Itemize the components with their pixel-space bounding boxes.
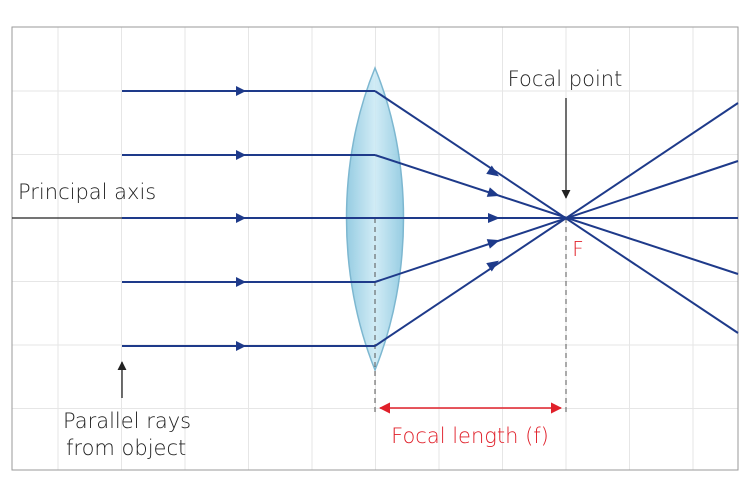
ray-direction-arrows — [236, 86, 500, 351]
ray-arrow-left-3 — [236, 213, 246, 223]
refracted-rays — [374, 90, 739, 347]
ray-arrow-right-5 — [486, 260, 499, 272]
ray-arrow-left-1b — [236, 86, 246, 96]
ray-arrow-left-5 — [236, 341, 246, 351]
refracted-ray-4 — [374, 160, 739, 283]
ray-arrow-right-4 — [486, 239, 500, 249]
incoming-rays — [122, 90, 375, 347]
parallel-rays-label-line-1: Parallel rays — [63, 409, 191, 433]
ray-arrow-left-2 — [236, 150, 246, 160]
ray-arrow-right-1 — [486, 165, 499, 177]
focal-point-label: Focal point — [508, 67, 623, 91]
refracted-ray-5 — [374, 102, 739, 347]
diagram-frame — [11, 26, 739, 471]
ray-arrow-right-2 — [486, 187, 500, 197]
parallel-rays-label-line-2: from object — [66, 436, 186, 460]
refracted-ray-2 — [374, 154, 739, 275]
focal-length-label: Focal length (f) — [391, 424, 549, 448]
refracted-ray-1 — [374, 90, 739, 334]
ray-arrow-left-4 — [236, 277, 246, 287]
focal-point-marker: F — [572, 237, 584, 261]
ray-arrow-right-3 — [488, 213, 500, 223]
principal-axis-label: Principal axis — [18, 180, 156, 204]
